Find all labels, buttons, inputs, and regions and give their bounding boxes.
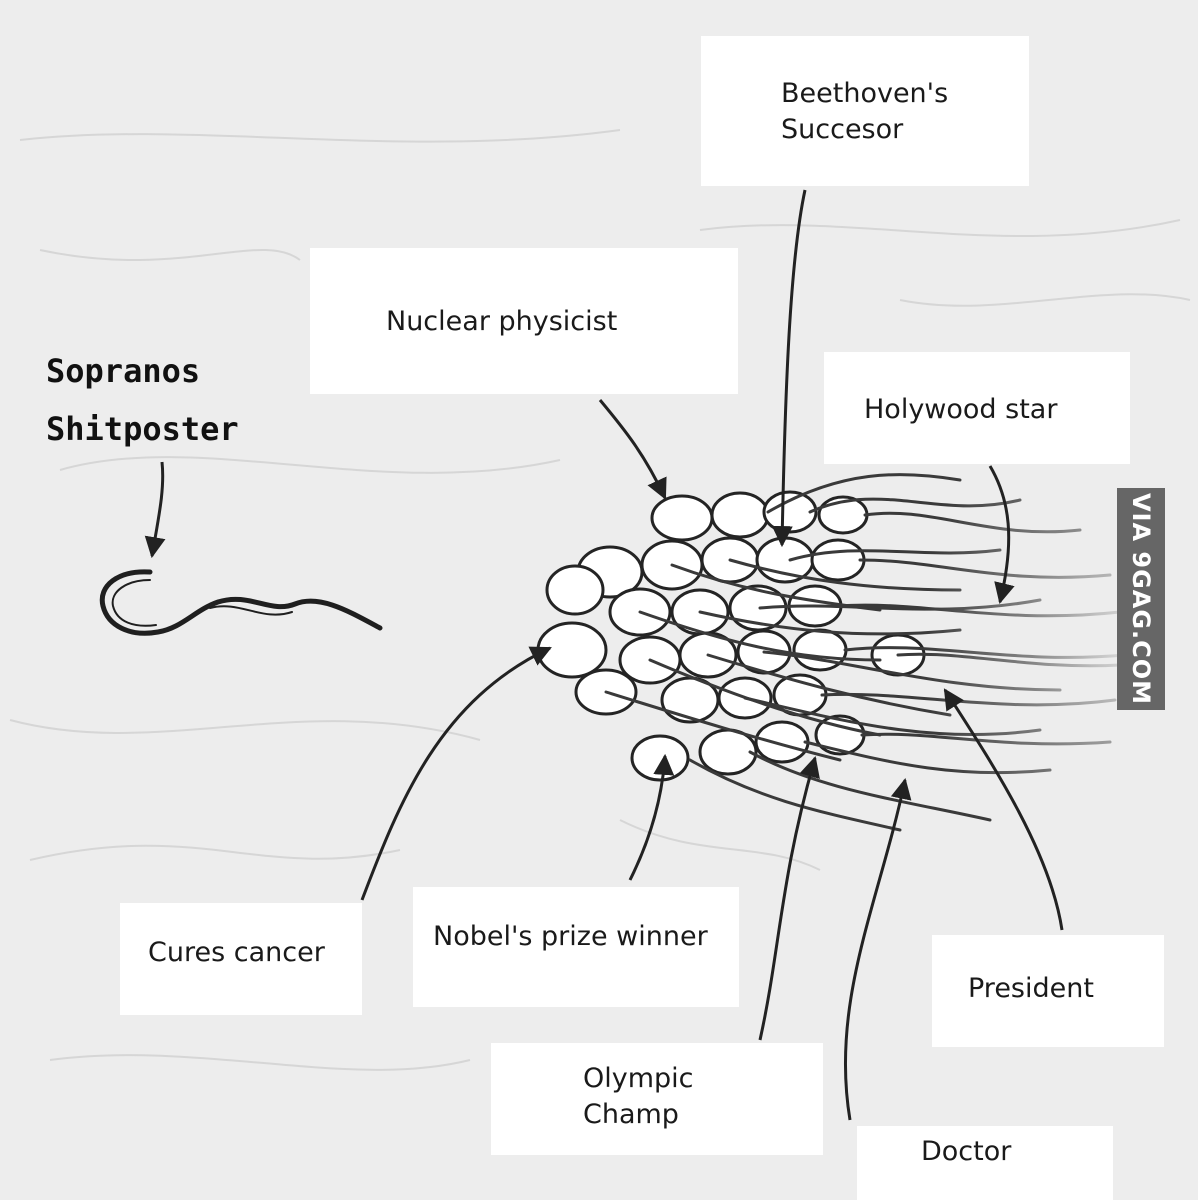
sperm-cluster: [536, 490, 926, 782]
label-cures-text: Cures cancer: [148, 937, 325, 968]
label-olympic-line-1: Olympic: [583, 1063, 694, 1094]
label-cures-cancer: Cures cancer: [120, 903, 362, 1015]
paper-texture: [9, 129, 1191, 1071]
label-beethoven-line-2: Succesor: [781, 114, 904, 145]
arrows: [144, 189, 1064, 1121]
label-nuclear-physicist: Nuclear physicist: [310, 248, 738, 394]
arrow-president: [943, 688, 1064, 931]
arrow-nobel: [628, 753, 675, 881]
label-sopranos-shitposter: Sopranos Shitposter: [46, 342, 239, 458]
label-beethoven-successor: Beethoven's Succesor: [701, 36, 1029, 186]
label-president: President: [932, 935, 1164, 1047]
arrow-holywood: [988, 465, 1015, 605]
label-holywood-star: Holywood star: [824, 352, 1130, 464]
arrow-cures: [360, 646, 552, 901]
watermark-9gag: VIA 9GAG.COM: [1117, 488, 1165, 710]
arrow-olympic: [758, 755, 820, 1041]
arrow-nuclear: [598, 399, 667, 500]
label-nuclear-text: Nuclear physicist: [386, 306, 618, 337]
label-doctor-text: Doctor: [921, 1136, 1012, 1167]
label-president-text: President: [968, 973, 1094, 1004]
label-sopranos-line-2: Shitposter: [46, 410, 239, 448]
label-olympic-champ: Olympic Champ: [491, 1043, 823, 1155]
watermark-text: VIA 9GAG.COM: [1127, 492, 1155, 706]
label-nobel-prize-winner: Nobel's prize winner: [413, 887, 739, 1007]
label-olympic-line-2: Champ: [583, 1099, 679, 1130]
arrow-sopranos: [144, 461, 166, 559]
lone-sperm: [99, 569, 383, 636]
arrow-beethoven: [771, 189, 807, 548]
label-beethoven-line-1: Beethoven's: [781, 78, 949, 109]
label-nobel-text: Nobel's prize winner: [433, 921, 708, 952]
arrow-doctor: [843, 777, 912, 1121]
label-holywood-text: Holywood star: [864, 394, 1058, 425]
label-sopranos-line-1: Sopranos: [46, 352, 201, 390]
label-doctor: Doctor: [857, 1126, 1113, 1200]
